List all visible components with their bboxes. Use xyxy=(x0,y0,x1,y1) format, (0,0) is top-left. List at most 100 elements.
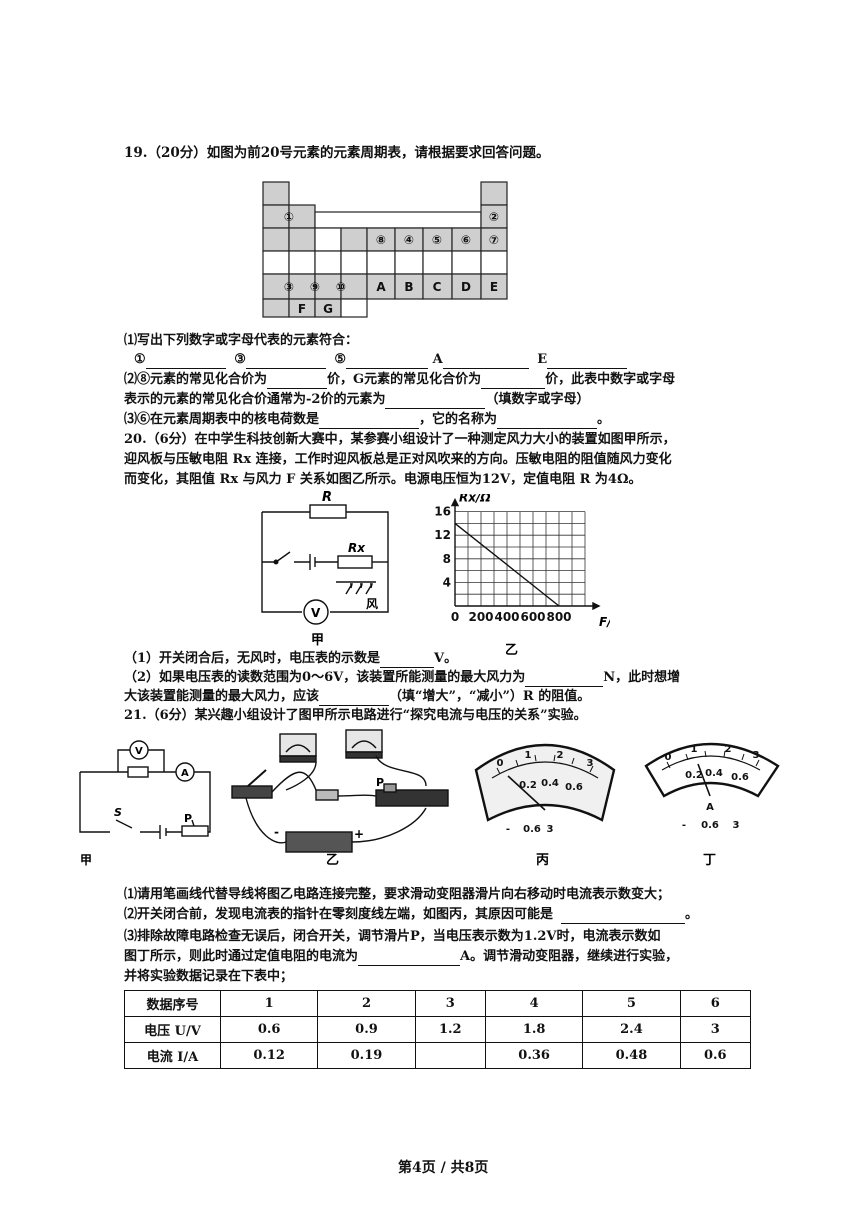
pt-label-A: A xyxy=(376,280,386,294)
q19-p3-text1: ⑶⑥在元素周期表中的核电荷数是 xyxy=(124,412,320,427)
table-cell-empty[interactable] xyxy=(414,1042,486,1069)
table-header-cell: 3 xyxy=(414,990,486,1017)
pt-label-1: ① xyxy=(284,210,294,224)
ding-scale-04: 0.4 xyxy=(705,768,723,779)
q19-p2b-text1: 表示的元素的常见化合价通常为-2价的元素为 xyxy=(124,392,386,407)
ding-term-minus: - xyxy=(682,820,686,831)
pt-label-3: ③ xyxy=(284,280,294,294)
q19-p2a-text1: ⑵⑧元素的常见化合价为 xyxy=(124,372,268,387)
answer-blank[interactable] xyxy=(358,951,461,966)
answer-blank[interactable] xyxy=(145,354,226,369)
ding-scale-06: 0.6 xyxy=(731,772,749,783)
label-Rx: Rx xyxy=(348,541,366,555)
pt-label-B: B xyxy=(404,280,413,294)
q19-stem: 19.（20分）如图为前20号元素的元素周期表，请根据要求回答问题。 xyxy=(124,145,550,161)
q19-p2a-text3: 价，此表中数字或字母 xyxy=(545,372,676,387)
wind-label: 风 xyxy=(366,597,378,611)
ding-unit-A: A xyxy=(706,802,714,813)
table-cell: 1.8 xyxy=(484,1016,584,1043)
chart-x-tick-label: 600 xyxy=(520,610,545,624)
bing-scale-2: 2 xyxy=(557,750,564,761)
q21-p3b-text1: 图丁所示，则此时通过定值电阻的电流为 xyxy=(124,949,359,964)
q20-stem-line2: 迎风板与压敏电阻 Rx 连接，工作时迎风板总是正对风吹来的方向。压敏电阻的阻值随… xyxy=(124,452,672,467)
pt-label-D: D xyxy=(461,280,471,294)
q21-circuit-jia: V A S P 甲 xyxy=(79,740,211,867)
slider-label-P: P xyxy=(184,812,192,825)
ammeter-bing: 0 1 2 3 0.2 0.4 0.6 - 0.6 3 丙 xyxy=(474,743,616,868)
answer-blank[interactable] xyxy=(319,691,390,706)
ding-scale-1: 1 xyxy=(691,744,698,755)
answer-blank[interactable] xyxy=(481,374,546,389)
q21-stem: 21.（6分）某兴趣小组设计了图甲所示电路进行“探究电流与电压的关系”实验。 xyxy=(124,708,587,723)
table-header-cell: 5 xyxy=(582,990,681,1017)
chart-y-tick-label: 12 xyxy=(434,528,451,542)
q20-p1-text1: （1）开关闭合后，无风时，电压表的示数是 xyxy=(124,651,381,666)
q20-stem-line1: 20.（6分）在中学生科技创新大赛中，某参赛小组设计了一种测定风力大小的装置如图… xyxy=(124,432,676,447)
bing-term-3: 3 xyxy=(547,824,554,835)
table-cell: 0.6 xyxy=(219,1016,319,1043)
answer-blank[interactable] xyxy=(525,672,604,687)
answer-blank[interactable] xyxy=(385,394,486,409)
bing-scale-1: 1 xyxy=(525,750,532,761)
pt-label-5: ⑤ xyxy=(432,233,442,247)
q19-p3-text3: 。 xyxy=(597,412,611,427)
pt-label-C: C xyxy=(433,280,442,294)
q20-stem-line3: 而变化，其阻值 Rx 与风力 F 关系如图乙所示。电源电压恒为12V，定值电阻 … xyxy=(124,472,642,487)
bing-scale-04: 0.4 xyxy=(541,778,559,789)
q19-part2-line1: ⑵⑧元素的常见化合价为 价，G元素的常见化合价为 价，此表中数字或字母 xyxy=(124,371,675,389)
pt-label-7: ⑦ xyxy=(489,233,499,247)
bing-scale-06: 0.6 xyxy=(565,782,583,793)
q19-p2b-text2: （填数字或字母） xyxy=(485,392,590,407)
q19-p2a-text2: 价，G元素的常见化合价为 xyxy=(327,372,482,387)
q20-part2-line2: 大该装置能测量的最大风力，应该（填“增大”，“减小”）R 的阻值。 xyxy=(124,688,590,706)
q21-part2: ⑵开关闭合前，发现电流表的指针在零刻度线左端，如图丙，其原因可能是。 xyxy=(124,906,698,924)
answer-blank[interactable] xyxy=(442,354,529,369)
ding-term-3: 3 xyxy=(733,820,740,831)
chart-y-tick-label: 4 xyxy=(443,575,451,589)
q19-part2-line2: 表示的元素的常见化合价通常为-2价的元素为 （填数字或字母） xyxy=(124,391,589,409)
q19-item-5: ⑤ xyxy=(334,352,347,367)
q20-p2b-text2: （填“增大”，“减小”）R 的阻值。 xyxy=(389,689,591,704)
pt-label-4: ④ xyxy=(404,233,414,247)
table-cell: 电压 U/V xyxy=(124,1016,221,1043)
fig-caption-jia-21: 甲 xyxy=(80,853,92,867)
q19-part1: ⑴写出下列数字或字母代表的元素符合： xyxy=(124,333,359,348)
q19-item-E: E xyxy=(537,352,548,367)
table-header-cell: 6 xyxy=(679,990,752,1017)
answer-blank[interactable] xyxy=(319,414,420,429)
table-cell: 0.6 xyxy=(679,1042,752,1069)
battery-minus-label: - xyxy=(274,825,279,839)
pt-label-9: ⑨ xyxy=(310,280,320,294)
q21-p2-text1: ⑵开关闭合前，发现电流表的指针在零刻度线左端，如图丙，其原因可能是 xyxy=(124,907,554,922)
bing-scale-3: 3 xyxy=(587,758,594,769)
answer-blank[interactable] xyxy=(547,354,628,369)
page-footer: 第4页 / 共8页 xyxy=(398,1160,489,1176)
q19-item-A: A xyxy=(432,352,443,367)
ding-scale-2: 2 xyxy=(725,744,732,755)
pt-label-E: E xyxy=(490,280,498,294)
chart-x-arrow xyxy=(592,601,601,611)
answer-blank[interactable] xyxy=(380,653,435,668)
fig-caption-bing: 丙 xyxy=(536,853,549,868)
table-row: 电压 U/V 0.6 0.9 1.2 1.8 2.4 3 xyxy=(124,1016,752,1043)
answer-blank[interactable] xyxy=(497,414,598,429)
q21-part1: ⑴请用笔画线代替导线将图乙电路连接完整，要求滑动变阻器滑片向右移动时电流表示数变… xyxy=(124,887,671,902)
answer-blank[interactable] xyxy=(245,354,326,369)
slider-label-P-yi: P xyxy=(376,776,384,789)
answer-blank[interactable] xyxy=(561,909,686,924)
ding-scale-02: 0.2 xyxy=(685,770,703,781)
q19-p3-text2: ，它的名称为 xyxy=(419,412,498,427)
fig-caption-ding: 丁 xyxy=(703,853,716,868)
q21-ammeter-label: A xyxy=(181,768,189,779)
q21-part3-line1: ⑶排除故障电路检查无误后，闭合开关，调节滑片P，当电压表示数为1.2V时，电流表… xyxy=(124,929,661,944)
answer-blank[interactable] xyxy=(346,354,429,369)
answer-blank[interactable] xyxy=(267,374,328,389)
chart-x-axis-label: F/N xyxy=(599,615,610,629)
table-cell: 电流 I/A xyxy=(124,1042,221,1069)
chart-y-tick-label: 8 xyxy=(443,552,451,566)
table-header-row: 数据序号 1 2 3 4 5 6 xyxy=(124,990,752,1017)
q20-p2a-text1: （2）如果电压表的读数范围为0～6V，该装置所能测量的最大风力为 xyxy=(124,670,526,685)
